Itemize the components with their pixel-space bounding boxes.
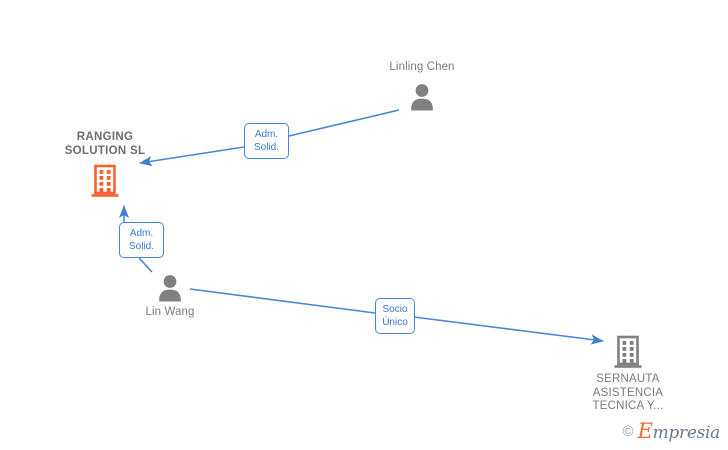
node-label-lin-wang: Lin Wang <box>145 306 195 318</box>
brand-initial: E <box>637 419 653 443</box>
node-linling-chen[interactable]: Linling Chen <box>352 61 492 111</box>
node-ranging-solution-sl[interactable]: RANGING SOLUTION SL <box>35 131 175 198</box>
building-icon <box>90 164 120 198</box>
edge-wang-to-sernauta <box>189 288 604 345</box>
person-icon <box>407 81 437 111</box>
node-lin-wang[interactable]: Lin Wang <box>100 272 240 320</box>
node-label-linling-chen: Linling Chen <box>389 61 455 73</box>
node-sernauta[interactable]: SERNAUTA ASISTENCIA TECNICA Y... <box>558 335 698 414</box>
person-icon <box>155 272 185 302</box>
edge-label-socio-unico[interactable]: Socio Único <box>375 298 415 334</box>
edge-label-adm-solid-wang[interactable]: Adm. Solid. <box>119 222 164 258</box>
edge-chen-to-ranging <box>139 109 400 167</box>
node-label-sernauta: SERNAUTA ASISTENCIA TECNICA Y... <box>592 373 664 412</box>
node-label-ranging-solution-sl: RANGING SOLUTION SL <box>64 131 146 157</box>
building-icon <box>613 335 643 369</box>
copyright-icon: © <box>622 423 634 440</box>
empresia-watermark: © Empresia <box>622 419 721 443</box>
brand-rest: mpresia <box>652 423 721 443</box>
edge-label-adm-solid-chen[interactable]: Adm. Solid. <box>244 123 289 159</box>
brand-wordmark: Empresia <box>637 419 721 443</box>
